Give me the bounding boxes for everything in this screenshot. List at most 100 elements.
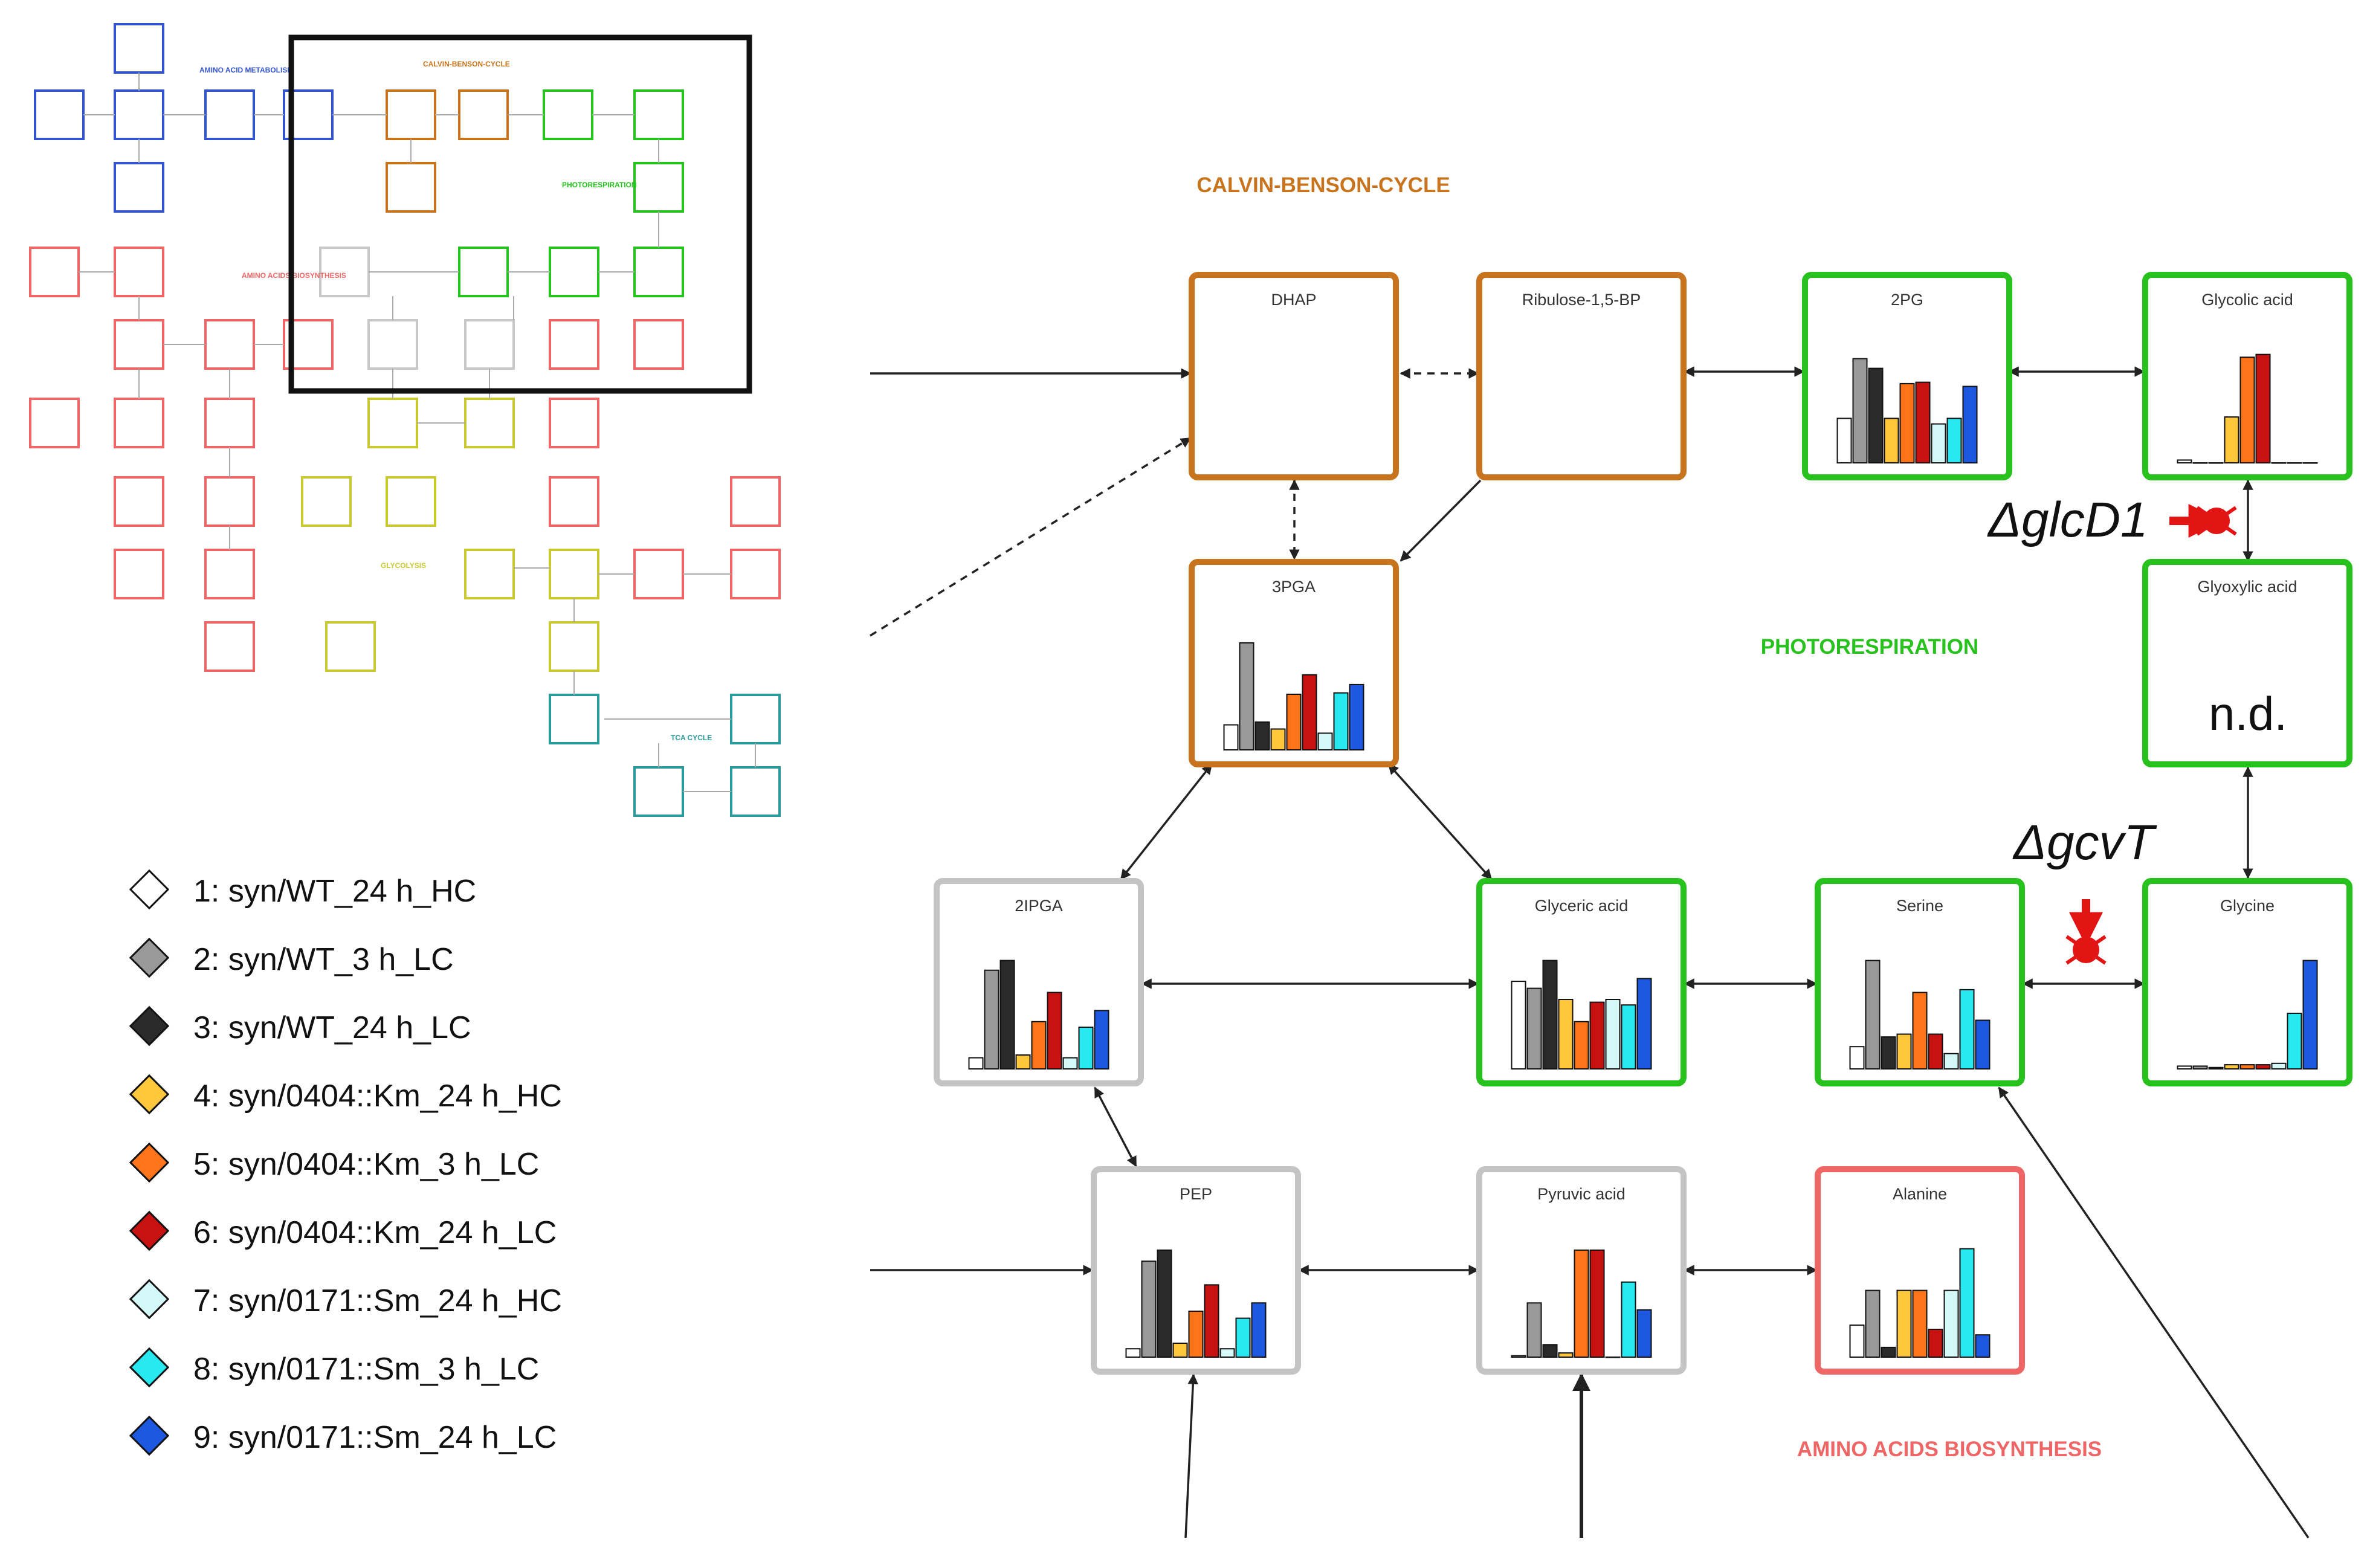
bar-sample-5: [1188, 1311, 1204, 1358]
overview-node: [633, 162, 684, 213]
bar-sample-2: [2192, 1065, 2208, 1070]
node-box: [1476, 272, 1687, 480]
bar-sample-5: [1574, 1249, 1589, 1358]
bar-sample-8: [1235, 1317, 1251, 1358]
glcD1-knockout: ΔglcD1: [1987, 492, 2237, 547]
node-label: Glycine: [2220, 897, 2275, 915]
section-label-calvin: CALVIN-BENSON-CYCLE: [1196, 173, 1450, 197]
overview-node: [464, 319, 515, 370]
legend-swatch: [129, 1415, 170, 1456]
overview-node: [730, 476, 781, 527]
legend-item: 3: syn/WT_24 h_LC: [129, 1005, 471, 1047]
node-label: 2PG: [1891, 291, 1923, 309]
bar-sample-8: [2287, 1013, 2302, 1070]
node-glycolic: Glycolic acid: [2142, 272, 2352, 480]
bar-sample-9: [1094, 1010, 1109, 1070]
bar-sample-3: [1254, 721, 1270, 750]
overview-node: [367, 398, 418, 448]
bar-sample-2: [1852, 358, 1868, 463]
node-alanine: Alanine: [1815, 1166, 2025, 1375]
overview-node: [29, 398, 80, 448]
edge-3pga-glyceric: [1387, 763, 1493, 880]
inflow-arrow-serine-diagonal: [1998, 1086, 2310, 1538]
overview-node: [114, 23, 164, 74]
overview-node: [633, 319, 684, 370]
legend-item: 6: syn/0404::Km_24 h_LC: [129, 1210, 557, 1251]
overview-node: [549, 247, 599, 297]
bar-sample-8: [1621, 1004, 1636, 1070]
overview-node: [204, 319, 255, 370]
bar-sample-7: [1943, 1289, 1959, 1358]
node-label: 3PGA: [1272, 578, 1316, 596]
node-rubp: Ribulose-1,5-BP: [1476, 272, 1687, 480]
overview-node: [367, 319, 418, 370]
node-bar-chart: [1511, 960, 1652, 1070]
node-2ipga: 2IPGA: [934, 878, 1144, 1086]
overview-node: [34, 89, 85, 140]
bar-sample-2: [1239, 642, 1254, 751]
overview-node: [458, 89, 509, 140]
bar-sample-9: [1975, 1334, 1991, 1358]
node-bar-chart: [1849, 1248, 1991, 1358]
bar-sample-4: [1015, 1054, 1031, 1070]
bar-sample-7: [1062, 1057, 1078, 1070]
node-glycine: Glycine: [2142, 878, 2352, 1086]
bar-sample-9: [2302, 960, 2318, 1070]
bar-sample-3: [1881, 1036, 1896, 1070]
legend-swatch: [129, 937, 170, 978]
node-serine: Serine: [1815, 878, 2025, 1086]
bar-sample-5: [1912, 992, 1928, 1070]
overview-node: [549, 319, 599, 370]
bar-sample-3: [1157, 1249, 1172, 1358]
overview-node: [114, 89, 164, 140]
overview-node: [633, 247, 684, 297]
bar-sample-5: [2239, 1064, 2255, 1070]
bar-sample-3: [2208, 1066, 2224, 1070]
bar-sample-5: [2239, 357, 2255, 464]
pathway-connectors: [870, 366, 2310, 1538]
bar-sample-3: [1868, 367, 1884, 463]
overview-node: [633, 766, 684, 817]
bar-sample-4: [1270, 728, 1286, 750]
node-label: Pyruvic acid: [1537, 1185, 1626, 1203]
bar-sample-7: [1931, 423, 1946, 463]
overview-node: [204, 621, 255, 672]
inflow-arrow-pep-bottom: [1184, 1373, 1198, 1538]
overview-node: [633, 89, 684, 140]
overview-node: [386, 476, 436, 527]
node-label: Serine: [1896, 897, 1943, 915]
node-label: Glyceric acid: [1535, 897, 1629, 915]
node-box: [2142, 559, 2352, 767]
bar-sample-7: [1943, 1053, 1959, 1070]
overview-node: [29, 247, 80, 297]
bar-sample-2: [1865, 960, 1881, 1070]
legend-swatch: [129, 869, 170, 910]
legend-label: 4: syn/0404::Km_24 h_HC: [193, 1079, 562, 1114]
bar-sample-6: [1915, 381, 1931, 463]
bar-sample-1: [1511, 981, 1526, 1070]
bar-sample-5: [1574, 1021, 1589, 1070]
gcvT-block-icon: [2065, 935, 2107, 965]
overview-zoom-frame: [288, 34, 752, 394]
bar-sample-4: [2224, 416, 2239, 463]
bar-sample-1: [1849, 1046, 1865, 1070]
bar-sample-1: [1223, 724, 1239, 750]
overview-node: [114, 549, 164, 599]
glcD1-label: ΔglcD1: [1987, 492, 2148, 547]
overview-node: [386, 89, 436, 140]
node-label: Glyoxylic acid: [2197, 578, 2297, 596]
bar-sample-3: [1542, 960, 1558, 1070]
legend-item: 8: syn/0171::Sm_3 h_LC: [129, 1347, 539, 1388]
legend-label: 8: syn/0171::Sm_3 h_LC: [193, 1352, 539, 1387]
overview-node: [204, 549, 255, 599]
bar-sample-6: [1204, 1284, 1219, 1358]
bar-sample-2: [1141, 1260, 1157, 1358]
node-glyoxylic: Glyoxylic acid: [2142, 559, 2352, 767]
bar-sample-5: [1912, 1289, 1928, 1358]
bar-sample-2: [1526, 987, 1542, 1070]
bar-sample-6: [1589, 1001, 1605, 1070]
overview-node: [458, 247, 509, 297]
overview-node: [730, 549, 781, 599]
overview-node: [549, 694, 599, 744]
